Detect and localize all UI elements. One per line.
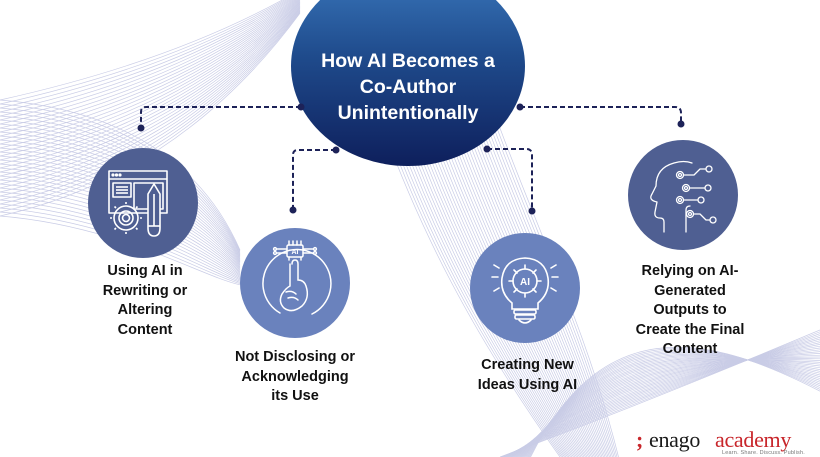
background-line: [515, 359, 820, 457]
background-line: [508, 347, 820, 457]
background-line: [506, 342, 820, 457]
logo-tagline: Learn. Share. Discuss. Publish.: [722, 450, 805, 456]
background-line: [0, 0, 293, 121]
background-line: [500, 331, 820, 457]
connector-dot: [297, 103, 305, 111]
logo-mark: ;: [636, 427, 644, 452]
background-line: [0, 12, 301, 213]
node-circle-3: AI: [470, 233, 580, 343]
background-line: [0, 0, 301, 157]
background-line: [0, 0, 289, 113]
background-line: [503, 336, 820, 457]
background-line: [505, 340, 820, 457]
background-line: [510, 351, 820, 457]
background-line: [0, 2, 301, 165]
connector-dot: [289, 206, 297, 214]
background-line: [530, 346, 820, 457]
background-line: [0, 0, 296, 133]
background-line: [0, 0, 298, 137]
logo-brand: enago: [649, 427, 701, 452]
connector-node-1: [140, 106, 301, 128]
background-line: [0, 8, 301, 197]
background-line: [0, 6, 301, 185]
background-line: [0, 0, 300, 145]
background-line: [499, 329, 820, 457]
background-line: [507, 344, 820, 457]
enago-academy-logo: ; enago academy Learn. Share. Discuss. P…: [636, 427, 816, 457]
node-circle-2: AI: [240, 228, 350, 338]
web-design-gear-pencil-icon: [88, 148, 198, 258]
background-line: [0, 0, 301, 149]
background-line: [0, 0, 288, 109]
background-line: [0, 12, 301, 217]
background-line: [0, 11, 301, 209]
connector-node-4: [520, 106, 682, 122]
background-line: [0, 0, 301, 153]
background-line: [0, 7, 301, 189]
svg-text:AI: AI: [292, 249, 299, 256]
node-label-2: Not Disclosing or Acknowledging its Use: [234, 349, 356, 404]
background-line: [0, 0, 294, 125]
background-line: [0, 0, 286, 105]
background-line: [0, 0, 291, 117]
connector-node-3: [487, 148, 533, 211]
hub-title: How AI Becomes a Co-Author Unintentional…: [321, 50, 495, 124]
connector-dot: [677, 120, 685, 128]
connector-dot: [516, 103, 524, 111]
node-circle-1: [88, 148, 198, 258]
background-line: [511, 353, 820, 457]
background-line: [0, 1, 301, 161]
background-line: [0, 99, 241, 251]
background-line: [512, 354, 820, 457]
background-line: [0, 4, 301, 173]
ai-chip-finger-silence-icon: AI: [240, 228, 350, 338]
connector-dot: [528, 207, 536, 215]
node-circle-4: [628, 140, 738, 250]
background-line: [0, 0, 299, 141]
logo-brand-accent: academy: [715, 427, 792, 452]
ai-head-circuit-icon: [628, 140, 738, 250]
background-line: [516, 359, 820, 457]
connector-dot: [483, 145, 491, 153]
background-line: [0, 5, 301, 181]
node-label-1: Using AI in Rewriting or Altering Conten…: [102, 263, 188, 338]
background-line: [519, 358, 820, 457]
background-line: [517, 359, 820, 457]
background-line: [0, 8, 301, 193]
node-label-3: Creating New Ideas Using AI: [477, 357, 578, 393]
background-line: [507, 345, 820, 457]
background-line: [0, 10, 301, 205]
background-line: [0, 9, 301, 201]
background-line: [0, 0, 295, 129]
background-line: [509, 349, 820, 457]
background-line: [515, 359, 820, 457]
connector-node-2: [292, 149, 336, 210]
svg-text:AI: AI: [520, 277, 530, 288]
ai-lightbulb-gear-icon: AI: [470, 233, 580, 343]
background-line: [513, 356, 820, 457]
background-line: [502, 335, 820, 457]
node-label-4: Relying on AI- Generated Outputs to Crea…: [635, 263, 745, 357]
hub-circle: How AI Becomes a Co-Author Unintentional…: [291, 0, 525, 166]
background-line: [504, 338, 820, 457]
connector-dot: [332, 146, 340, 154]
background-line: [501, 333, 820, 457]
connector-dot: [137, 124, 145, 132]
background-line: [0, 4, 301, 177]
background-line: [518, 359, 820, 457]
background-line: [514, 358, 820, 457]
background-line: [0, 0, 283, 101]
